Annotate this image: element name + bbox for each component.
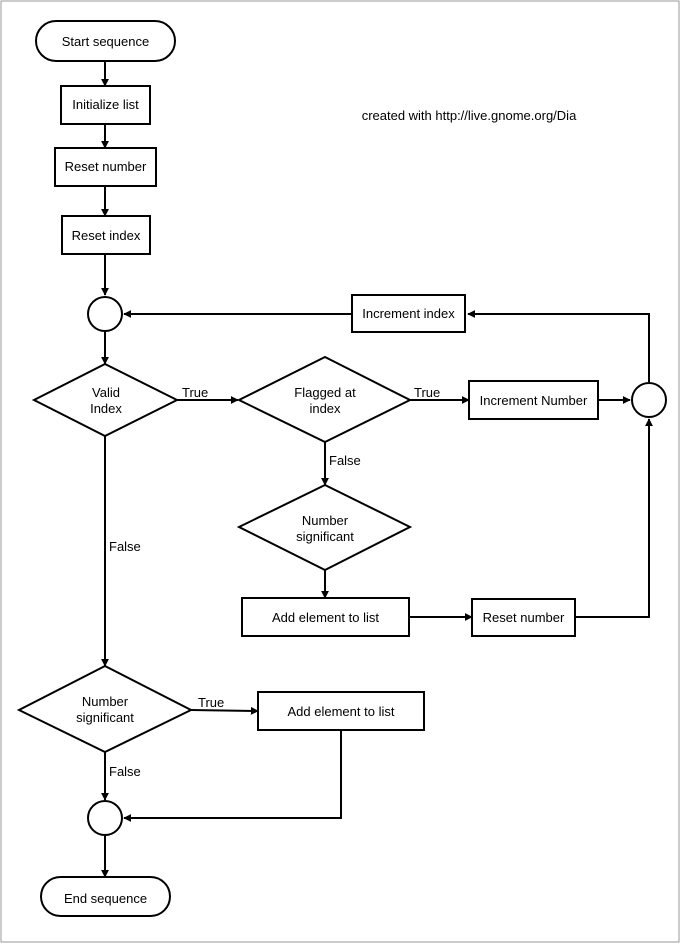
flagged-line1: Flagged at — [294, 385, 356, 400]
label-valid-false: False — [109, 539, 141, 554]
label-flagged-false: False — [329, 453, 361, 468]
significant2-line1: Number — [82, 694, 129, 709]
valid-index-line1: Valid — [92, 385, 120, 400]
end-label: End sequence — [64, 891, 147, 906]
add-element-label-1: Add element to list — [272, 610, 379, 625]
reset-index-label: Reset index — [72, 228, 141, 243]
edge-reset-number-to-junction — [575, 418, 653, 618]
credit-note: created with http://live.gnome.org/Dia — [362, 108, 577, 123]
reset-number-label-2: Reset number — [483, 610, 565, 625]
valid-index-line2: Index — [90, 401, 122, 416]
add-element-label-2: Add element to list — [288, 704, 395, 719]
add-element-box-2: Add element to list — [257, 691, 425, 731]
reset-index-box: Reset index — [61, 215, 151, 255]
significant2-line2: significant — [76, 710, 134, 725]
initialize-list-label: Initialize list — [72, 97, 139, 112]
number-significant-decision-1: Number significant — [236, 483, 413, 572]
significant1-line2: significant — [296, 529, 354, 544]
label-final-false: False — [109, 764, 141, 779]
start-label: Start sequence — [62, 34, 149, 49]
reset-number-label: Reset number — [65, 159, 147, 174]
increment-number-box: Increment Number — [468, 380, 599, 420]
edge-junction-to-increment-index — [467, 310, 650, 382]
edge-final-true — [190, 706, 259, 715]
increment-index-label: Increment index — [362, 306, 455, 321]
end-terminal: End sequence — [40, 876, 171, 917]
valid-index-decision: Valid Index — [31, 362, 180, 438]
start-terminal: Start sequence — [35, 20, 176, 62]
end-junction — [87, 800, 123, 836]
initialize-list-box: Initialize list — [60, 85, 151, 125]
edges — [101, 61, 653, 878]
increment-number-label: Increment Number — [480, 393, 588, 408]
edge-labels: True False True False True False — [109, 385, 440, 779]
loop-junction — [87, 296, 123, 332]
increment-junction — [631, 382, 667, 418]
reset-number-box-2: Reset number — [471, 598, 576, 637]
significant1-line1: Number — [302, 513, 349, 528]
increment-index-box: Increment index — [351, 294, 466, 333]
reset-number-box: Reset number — [54, 147, 157, 187]
add-element-box-1: Add element to list — [241, 597, 410, 637]
edge-add-to-end-junction — [123, 730, 342, 822]
flagged-line2: index — [309, 401, 341, 416]
label-final-true: True — [198, 695, 224, 710]
label-valid-true: True — [182, 385, 208, 400]
number-significant-decision-2: Number significant — [16, 664, 194, 754]
flagged-at-index-decision: Flagged at index — [236, 355, 413, 444]
label-flagged-true: True — [414, 385, 440, 400]
